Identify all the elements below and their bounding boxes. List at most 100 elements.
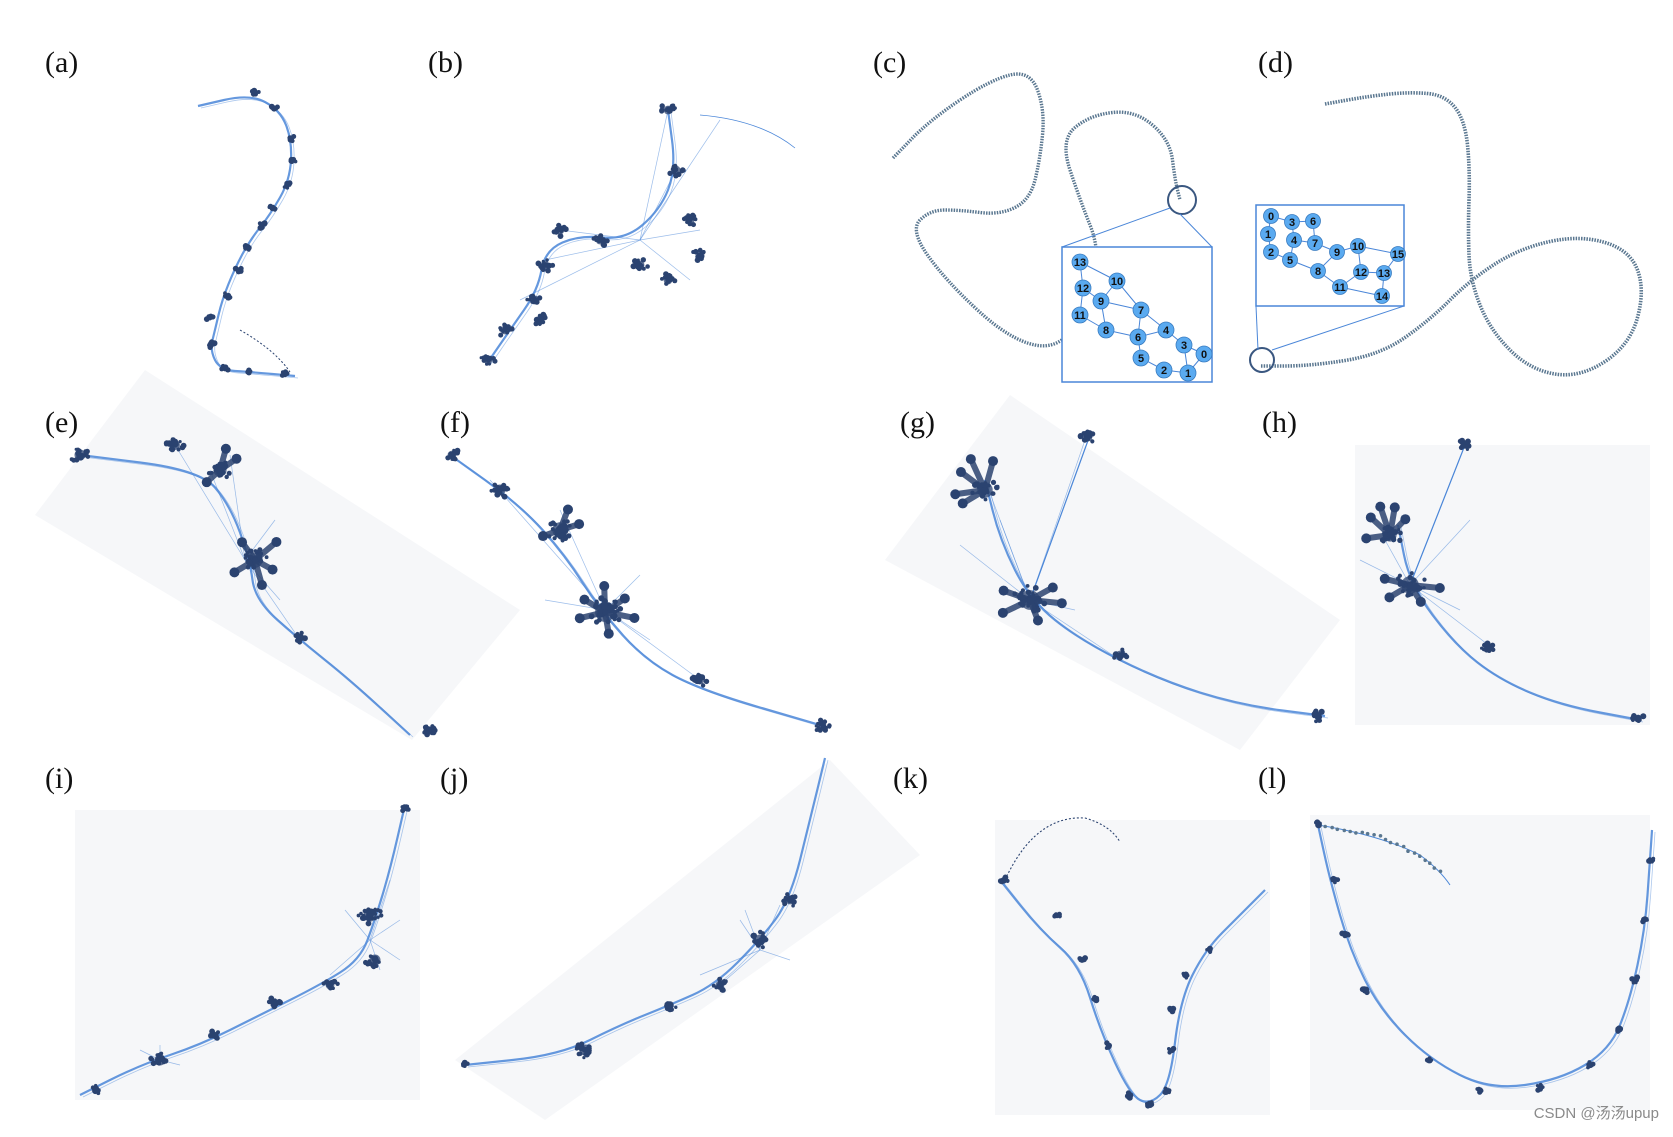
panel-f-arm-0-tip xyxy=(579,594,590,605)
panel-c-inset-node-label-7: 7 xyxy=(1138,305,1144,317)
panel-d-zoom-line-2 xyxy=(1271,305,1405,351)
panel-b-cluster-6 xyxy=(591,233,610,248)
panel-c-inset-node-10 xyxy=(1108,272,1126,290)
panel-l-backbone-parallel xyxy=(1320,826,1656,1089)
panel-g-backbone-parallel xyxy=(987,481,1329,719)
panel-f-arm-3-tip xyxy=(603,628,614,639)
panel-l-cluster-3-core xyxy=(1362,987,1368,993)
panel-a-cluster-10-core xyxy=(207,315,213,321)
panel-g-web-5 xyxy=(999,519,1031,601)
panel-e-cluster-1 xyxy=(163,437,187,453)
panel-k-cluster-9-core xyxy=(1167,1007,1173,1013)
panel-f-cluster-5 xyxy=(814,717,832,733)
panel-f-cluster-1-core xyxy=(494,484,506,496)
watermark-text: CSDN @汤汤upup xyxy=(1533,1105,1659,1122)
panel-b-cluster-12 xyxy=(533,311,548,327)
panel-l-cluster-8-core xyxy=(1617,1027,1623,1033)
panel-f-backbone xyxy=(449,454,821,727)
panel-b-cluster-7 xyxy=(551,222,569,240)
panel-i-cluster-3 xyxy=(321,978,340,991)
panel-i-cluster-4 xyxy=(266,995,283,1010)
panel-c-inset-node-3 xyxy=(1175,336,1193,354)
panel-c-inset-node-9 xyxy=(1092,292,1110,310)
panel-e-cluster-0-core xyxy=(74,449,86,461)
panel-f-arm-1-tip xyxy=(599,581,610,592)
panel-d-inset-node-9 xyxy=(1329,244,1345,260)
panel-g-arm-1-tip xyxy=(965,454,976,465)
panel-i-backbone xyxy=(79,804,407,1096)
panel-g-arm-1 xyxy=(967,456,988,493)
panel-h-backbone xyxy=(1396,524,1641,722)
panel-d-inset-node-label-0: 0 xyxy=(1268,211,1274,223)
panel-a-cluster-1-core xyxy=(272,105,278,111)
panel-j-web-2 xyxy=(759,949,791,961)
panel-l-shade xyxy=(1310,815,1650,1110)
panel-c-inset-node-label-9: 9 xyxy=(1098,296,1104,308)
panel-e-arm2-2-tip xyxy=(201,477,212,488)
panel-b-cluster-12-core xyxy=(535,315,545,325)
panel-l-cluster-1-core xyxy=(1331,877,1337,883)
panel-d-inset-node-0 xyxy=(1263,208,1279,224)
panel-j-cluster-3 xyxy=(750,929,769,950)
panel-label-i: (i) xyxy=(45,762,73,795)
panel-b-web-1 xyxy=(639,119,721,241)
panel-k-cluster-7 xyxy=(1162,1086,1172,1095)
panel-g-cluster-3-core xyxy=(1115,650,1125,660)
panel-e-web-4 xyxy=(244,559,301,641)
panel-k-cluster-3-core xyxy=(1092,997,1098,1003)
panel-i-cluster-5 xyxy=(208,1028,220,1041)
panel-d-inset-node-label-13: 13 xyxy=(1378,268,1390,280)
panel-k-cluster-9 xyxy=(1167,1005,1177,1015)
panel-b-cluster-9 xyxy=(525,293,543,305)
panel-a-cluster-5 xyxy=(267,203,278,212)
panel-e-arm2-0-tip xyxy=(220,443,231,454)
panel-e-cluster-0 xyxy=(69,447,91,463)
panel-i-cluster-1-core xyxy=(363,908,377,922)
panel-h-cluster-0 xyxy=(1457,437,1472,451)
panel-h-arm2-2-tip xyxy=(1434,582,1445,593)
panel-g-arm-4-tip xyxy=(957,498,968,509)
panel-c-inset-node-6 xyxy=(1129,328,1147,346)
panel-d-inset-node-label-15: 15 xyxy=(1392,249,1404,261)
panel-d-inset-node-12 xyxy=(1353,264,1369,280)
panel-i-web-0 xyxy=(344,909,371,941)
panel-i-cluster-7 xyxy=(90,1083,101,1096)
panel-e-shade xyxy=(35,370,520,740)
panel-k-cluster-2-core xyxy=(1079,957,1085,963)
panel-h-cluster-3-core xyxy=(1484,644,1492,652)
panel-j-cluster-0 xyxy=(574,1041,592,1060)
panel-d-inset-node-8 xyxy=(1310,263,1326,279)
panel-i-cluster-0-core xyxy=(402,805,408,811)
panel-b-cluster-4-core xyxy=(663,275,673,285)
panel-l-cluster-1 xyxy=(1330,875,1341,885)
panel-b-cluster-9-core xyxy=(530,295,540,305)
panel-c-inset-node-13 xyxy=(1071,253,1089,271)
panel-a-cluster-11 xyxy=(207,339,218,350)
panel-a-cluster-2 xyxy=(287,134,297,144)
panel-d-inset-node-1 xyxy=(1260,226,1276,242)
panel-l-cluster-7-core xyxy=(1587,1062,1593,1068)
panel-l-cluster-6 xyxy=(1535,1082,1545,1093)
panel-a-backbone-parallel xyxy=(200,99,299,379)
panel-k-cluster-5-core xyxy=(1127,1092,1133,1098)
panel-g-arm-0-tip xyxy=(955,467,966,478)
panel-b-cluster-1-core xyxy=(671,165,681,175)
panel-d-inset-node-4 xyxy=(1286,232,1302,248)
panel-l-arc-beads xyxy=(1318,823,1443,874)
panel-d-inset-node-3 xyxy=(1284,214,1300,230)
panel-h-arm-1-tip xyxy=(1375,501,1386,512)
panel-i-web-5 xyxy=(369,939,401,961)
panel-l-cluster-2-core xyxy=(1342,932,1348,938)
panel-d-inset-node-5 xyxy=(1282,252,1298,268)
panel-b-cluster-5 xyxy=(630,257,650,272)
panel-g-cluster-3 xyxy=(1112,647,1130,661)
panel-k-cluster-7-core xyxy=(1165,1087,1171,1093)
panel-c-inset-node-4 xyxy=(1157,321,1175,339)
panel-d-inset-node-label-2: 2 xyxy=(1268,247,1274,259)
panel-c-inset-node-11 xyxy=(1071,306,1089,324)
panel-a-tail xyxy=(239,329,291,373)
panel-k-cluster-3 xyxy=(1091,994,1100,1004)
panel-c-inset-node-label-2: 2 xyxy=(1161,365,1167,377)
panel-c-zoom-line-1 xyxy=(1061,207,1171,248)
panel-l-cluster-5 xyxy=(1475,1086,1484,1095)
